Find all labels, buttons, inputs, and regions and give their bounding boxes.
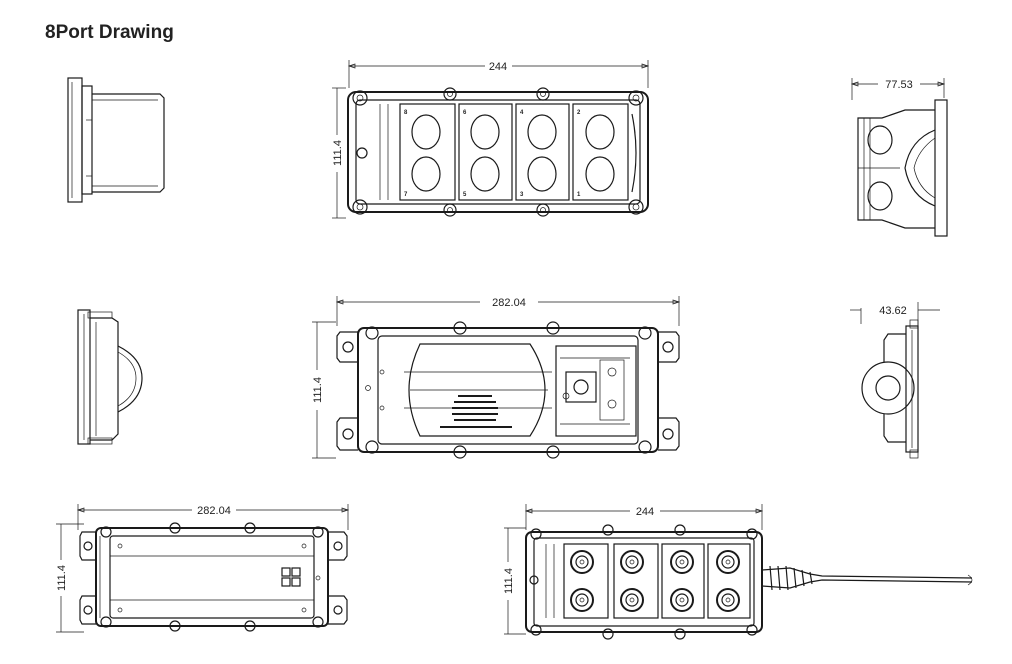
connector-port: [620, 550, 644, 574]
connector-port: [716, 550, 740, 574]
dim-top-side-depth: 77.53: [885, 79, 913, 91]
port-label: 6: [463, 110, 467, 116]
connector-port: [570, 550, 594, 574]
back-view-mid-center: 282.04 111.4: [312, 296, 681, 459]
dim-mid-back-height: 111.4: [312, 377, 324, 403]
port-label: 8: [404, 110, 408, 116]
dim-mid-side-depth: 43.62: [879, 305, 907, 317]
connector-port: [620, 588, 644, 612]
dim-bottom-back-width: 282.04: [197, 505, 231, 517]
dim-top-front-width: 244: [489, 61, 507, 73]
port-label: 4: [520, 110, 524, 116]
dim-bottom-front-width: 244: [636, 506, 654, 518]
side-view-top-right: 77.53: [850, 78, 948, 237]
port-label: 1: [577, 192, 581, 198]
front-view-bottom-right: 244 111.4: [503, 504, 973, 640]
port-label: 5: [463, 192, 467, 198]
side-view-mid-left: [77, 309, 143, 445]
connector-port: [716, 588, 740, 612]
connector-port: [570, 588, 594, 612]
port-label: 3: [520, 192, 524, 198]
port-label: 2: [577, 110, 581, 116]
page-title: 8Port Drawing: [45, 22, 174, 43]
dim-bottom-front-height: 111.4: [503, 568, 515, 594]
back-view-bottom-left: 282.04 111.4: [56, 504, 350, 633]
side-view-mid-right: 43.62: [850, 302, 940, 459]
dim-bottom-back-height: 111.4: [56, 565, 68, 591]
connector-port: [670, 550, 694, 574]
dim-mid-back-width: 282.04: [492, 297, 526, 309]
port-label: 7: [404, 192, 408, 198]
side-view-top-left: [67, 77, 165, 203]
connector-port: [670, 588, 694, 612]
front-view-top-center: 244 111.4 8 6 4: [332, 60, 650, 219]
dim-top-front-height: 111.4: [332, 140, 344, 166]
